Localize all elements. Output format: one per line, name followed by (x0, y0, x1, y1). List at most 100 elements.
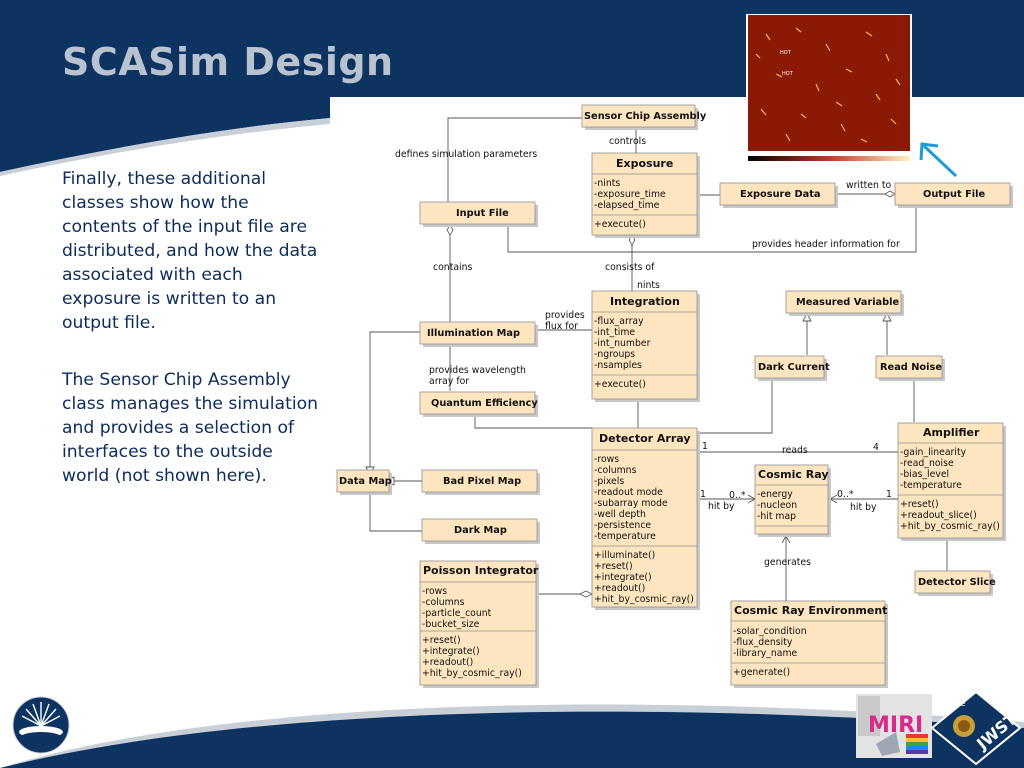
class-measured-variable: Measured Variable (785, 290, 904, 316)
class-detector-slice: Detector Slice (914, 570, 996, 596)
svg-text:+readout_slice(): +readout_slice() (900, 510, 977, 521)
class-input-file: Input File (419, 201, 538, 227)
hot-pixel-label-2: HOT (782, 71, 794, 77)
label-generates: generates (764, 557, 811, 568)
dark-current-detector-line (696, 381, 773, 434)
bottom-swoosh-navy (0, 711, 1024, 768)
svg-text:-flux_density: -flux_density (733, 637, 793, 648)
svg-text:+execute(): +execute() (594, 219, 646, 230)
illumination-generalization (369, 331, 422, 467)
provides-header-line (507, 207, 917, 253)
svg-text:+hit_by_cosmic_ray(): +hit_by_cosmic_ray() (422, 668, 522, 679)
svg-text:+reset(): +reset() (900, 499, 939, 510)
class-amplifier: Amplifier -gain_linearity -read_noise -b… (897, 422, 1006, 541)
class-integration: Integration -flux_array -int_time -int_n… (591, 290, 700, 402)
class-name: Read Noise (880, 362, 942, 373)
slide-title: SCASim Design (62, 40, 394, 84)
svg-text:+readout(): +readout() (422, 657, 473, 668)
svg-text:-nucleon: -nucleon (757, 500, 797, 511)
label-provides-wavelength-1: provides wavelength (429, 365, 526, 376)
class-name: Input File (456, 208, 509, 219)
class-cosmic-ray-environment: Cosmic Ray Environment -solar_condition … (730, 600, 888, 688)
svg-text:-pixels: -pixels (594, 476, 624, 487)
description-paragraph-2: The Sensor Chip Assembly class manages t… (62, 370, 318, 486)
svg-text:-nsamples: -nsamples (594, 360, 642, 371)
svg-text:-well depth: -well depth (594, 509, 646, 520)
class-name: Measured Variable (796, 297, 900, 308)
svg-text:-rows: -rows (594, 454, 619, 465)
class-quantum-efficiency: Quantum Efficiency (419, 391, 538, 417)
class-name: Poisson Integrator (423, 564, 539, 577)
class-name: Quantum Efficiency (431, 398, 538, 409)
top-swoosh (0, 118, 330, 176)
svg-text:-solar_condition: -solar_condition (733, 626, 807, 637)
svg-text:+reset(): +reset() (594, 561, 633, 572)
label-reads: reads (782, 445, 808, 456)
class-name: Amplifier (923, 426, 980, 439)
svg-text:-int_time: -int_time (594, 327, 635, 338)
svg-text:-columns: -columns (594, 465, 637, 476)
svg-text:-ngroups: -ngroups (594, 349, 635, 360)
simulated-detector-image: HOT HOT (746, 14, 912, 166)
label-defines-parameters: defines simulation parameters (395, 149, 537, 160)
mult-hit-amplifier-one: 1 (886, 489, 892, 500)
svg-text:-bias_level: -bias_level (900, 469, 949, 480)
mult-hit-detector-many: 0..* (729, 490, 746, 501)
class-name: Sensor Chip Assembly (584, 111, 707, 122)
svg-text:-particle_count: -particle_count (422, 608, 492, 619)
label-provides-header: provides header information for (752, 239, 900, 250)
svg-text:-exposure_time: -exposure_time (594, 189, 666, 200)
label-controls: controls (609, 136, 646, 147)
svg-text:-bucket_size: -bucket_size (422, 619, 480, 630)
svg-text:-gain_linearity: -gain_linearity (900, 447, 967, 458)
svg-text:+integrate(): +integrate() (594, 572, 652, 583)
label-provides-flux-1: provides (545, 310, 585, 321)
class-exposure-data: Exposure Data (719, 182, 838, 208)
svg-text:+generate(): +generate() (733, 667, 790, 678)
class-name: Exposure (616, 157, 673, 170)
class-dark-current: Dark Current (754, 355, 830, 381)
svg-text:+illuminate(): +illuminate() (594, 550, 655, 561)
svg-text:-readout mode: -readout mode (594, 487, 663, 498)
hot-pixel-label-1: HOT (780, 50, 792, 56)
color-bar (748, 156, 910, 161)
defines-parameters-line (447, 117, 582, 204)
class-name: Cosmic Ray Environment (734, 604, 887, 617)
svg-text:-flux_array: -flux_array (594, 316, 644, 327)
class-read-noise: Read Noise (875, 355, 945, 381)
svg-text:-elapsed_time: -elapsed_time (594, 200, 660, 211)
svg-text:-temperature: -temperature (900, 480, 962, 491)
generalization-head-read-noise (882, 311, 892, 322)
mult-hit-detector-one: 1 (700, 489, 706, 500)
label-provides-wavelength-2: array for (429, 376, 469, 387)
qe-detector-line (474, 417, 592, 429)
svg-text:-rows: -rows (422, 586, 447, 597)
diamond-contains (446, 224, 454, 236)
miri-logo-icon: MIRI (856, 694, 932, 758)
class-name: Data Map (339, 476, 392, 487)
svg-text:-library_name: -library_name (733, 648, 798, 659)
svg-text:-nints: -nints (594, 178, 620, 189)
label-hit-by-right: hit by (850, 502, 877, 513)
description-paragraph-1: Finally, these additional classes show h… (62, 169, 318, 333)
class-illumination-map: Illumination Map (419, 321, 538, 347)
connectors (369, 117, 948, 601)
svg-text:-subarray mode: -subarray mode (594, 498, 668, 509)
class-cosmic-ray: Cosmic Ray -energy -nucleon -hit map (754, 464, 831, 537)
svg-text:+readout(): +readout() (594, 583, 645, 594)
class-detector-array: Detector Array -rows -columns -pixels -r… (591, 427, 700, 610)
cosmic-ray-streaks (755, 27, 901, 143)
uml-class-diagram: controls defines simulation parameters w… (336, 104, 1013, 688)
svg-text:-int_number: -int_number (594, 338, 651, 349)
class-dark-map: Dark Map (421, 518, 540, 544)
class-name: Detector Slice (918, 577, 996, 588)
mult-hit-amplifier-many: 0..* (837, 489, 854, 500)
class-name: Dark Map (454, 525, 507, 536)
class-exposure: Exposure -nints -exposure_time -elapsed_… (591, 152, 700, 238)
class-name: Cosmic Ray (758, 468, 829, 481)
label-provides-flux-2: flux for (545, 321, 578, 332)
svg-text:+reset(): +reset() (422, 635, 461, 646)
svg-text:-columns: -columns (422, 597, 465, 608)
svg-text:-energy: -energy (757, 489, 793, 500)
class-name: Integration (610, 295, 680, 308)
